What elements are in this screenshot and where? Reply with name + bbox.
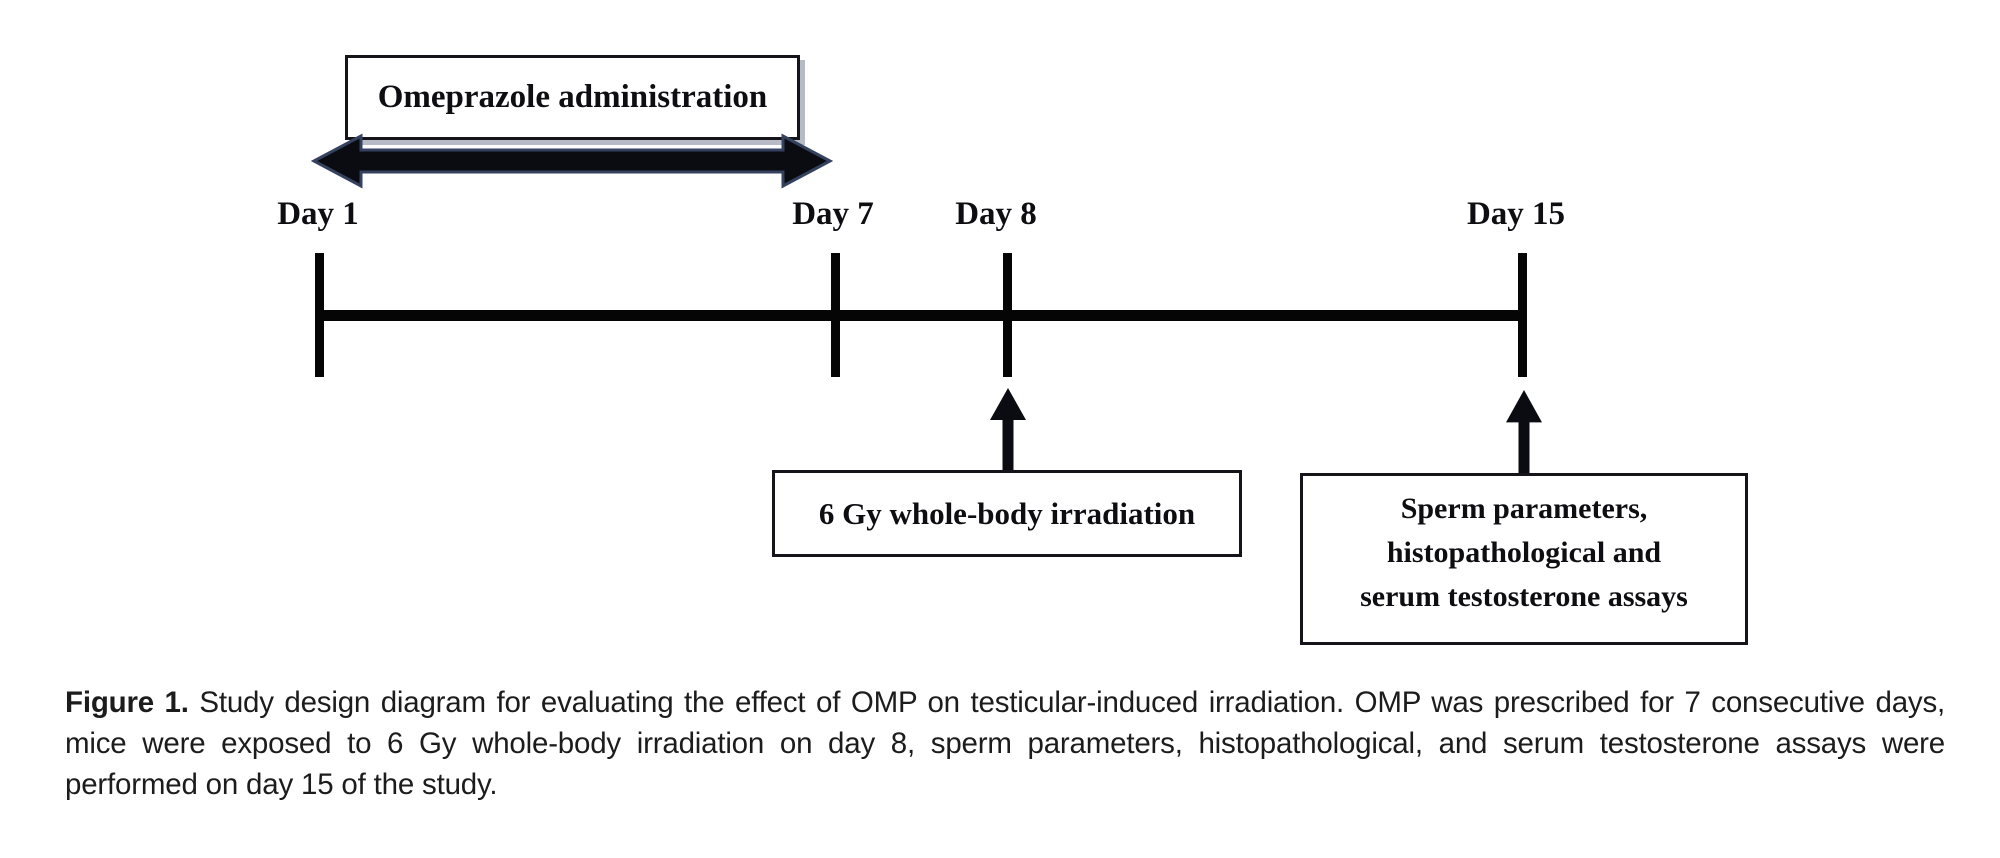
assays-label: Sperm parameters, histopathological and … <box>1360 492 1688 613</box>
day-1-tick <box>315 253 324 377</box>
irradiation-box: 6 Gy whole-body irradiation <box>772 470 1242 557</box>
figure-caption: Figure 1. Study design diagram for evalu… <box>65 682 1945 805</box>
day-7-label: Day 7 <box>792 196 874 232</box>
day-15-label: Day 15 <box>1466 196 1566 232</box>
irradiation-label: 6 Gy whole-body irradiation <box>818 495 1196 531</box>
omeprazole-administration-box: Omeprazole administration <box>345 55 800 140</box>
omeprazole-administration-label: Omeprazole administration <box>377 79 768 115</box>
timeline-axis <box>319 310 1526 321</box>
double-headed-arrow <box>311 133 833 189</box>
day-8-label: Day 8 <box>955 196 1037 232</box>
day-8-tick <box>1003 253 1012 377</box>
day-15-tick <box>1518 253 1527 377</box>
irradiation-pointer-arrow <box>990 388 1026 470</box>
figure-caption-number: Figure 1. <box>65 686 189 719</box>
assays-box: Sperm parameters, histopathological and … <box>1300 473 1748 645</box>
day-1-label: Day 1 <box>277 196 359 232</box>
assays-pointer-arrow <box>1506 390 1542 473</box>
figure-caption-text: Study design diagram for evaluating the … <box>65 686 1945 801</box>
day-7-tick <box>831 253 840 377</box>
